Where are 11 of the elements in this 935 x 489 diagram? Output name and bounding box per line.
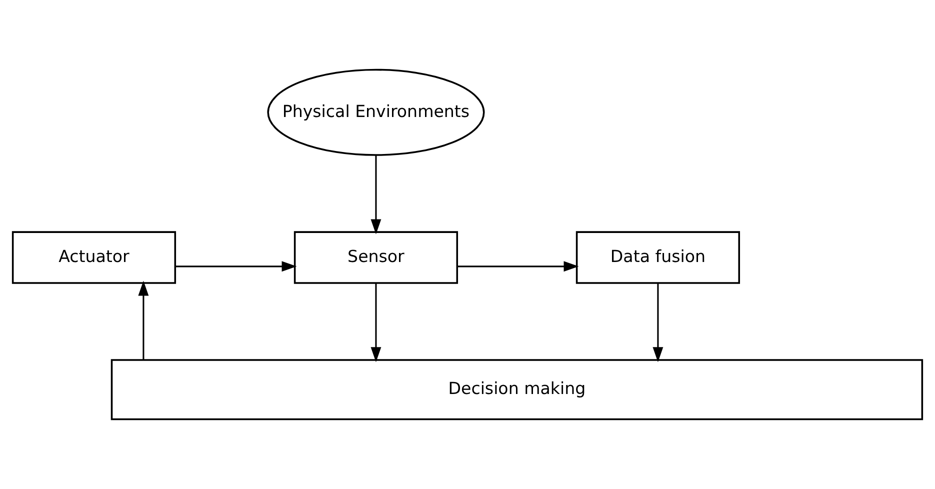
arrow: [175, 261, 297, 272]
arrow: [370, 283, 382, 362]
node-box: Data fusion: [576, 231, 740, 284]
arrow: [370, 155, 382, 234]
arrow: [652, 283, 664, 362]
node-box: Decision making: [110, 359, 924, 420]
node-ellipse: Physical Environments: [267, 68, 485, 156]
arrow: [138, 280, 149, 360]
arrow: [457, 261, 579, 272]
node-box: Sensor: [294, 231, 458, 284]
node-box: Actuator: [12, 231, 176, 284]
